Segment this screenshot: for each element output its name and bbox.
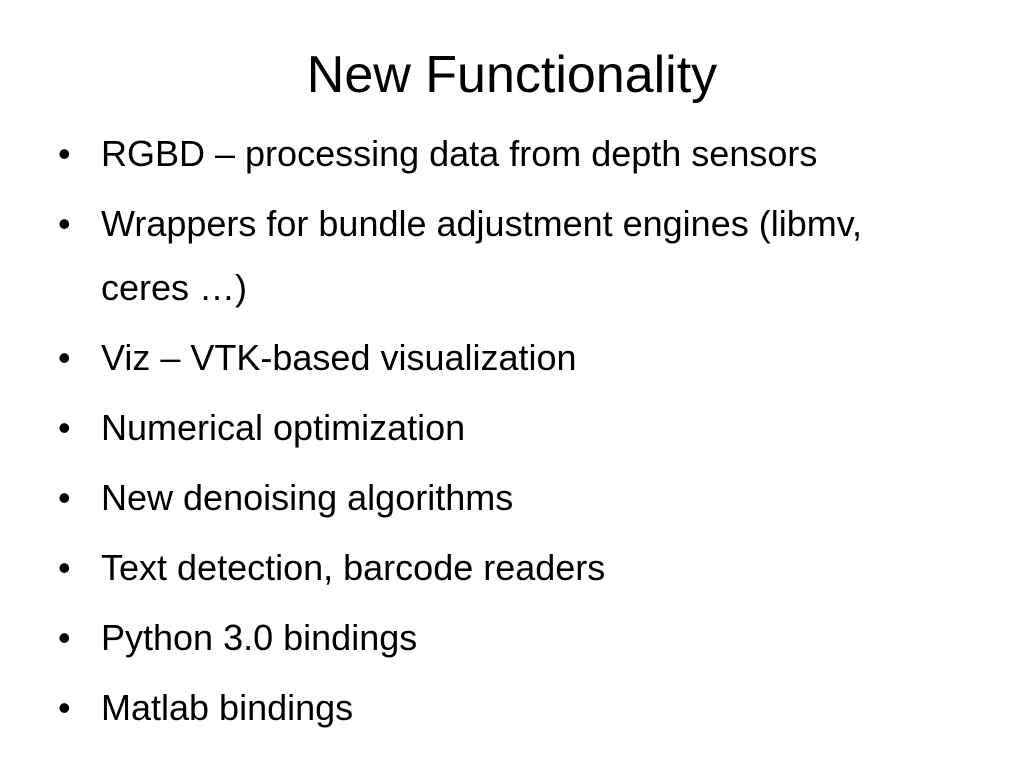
list-item: • New denoising algorithms — [58, 466, 958, 530]
bullet-icon: • — [58, 477, 71, 518]
bullet-icon: • — [58, 547, 71, 588]
list-item: • Text detection, barcode readers — [58, 536, 958, 600]
bullet-text: Viz – VTK-based visualization — [101, 337, 577, 378]
list-item: • Viz – VTK-based visualization — [58, 326, 958, 390]
bullet-icon: • — [58, 133, 71, 174]
bullet-icon: • — [58, 337, 71, 378]
bullet-text: RGBD – processing data from depth sensor… — [101, 133, 818, 174]
bullet-icon: • — [58, 687, 71, 728]
bullet-text: Python 3.0 bindings — [101, 617, 418, 658]
list-item: • Matlab bindings — [58, 676, 958, 740]
bullet-text: Wrappers for bundle adjustment engines (… — [101, 203, 863, 308]
slide-title: New Functionality — [306, 46, 718, 104]
bullet-icon: • — [58, 617, 71, 658]
bullet-icon: • — [58, 407, 71, 448]
list-item: • Wrappers for bundle adjustment engines… — [58, 192, 958, 320]
bullet-text: New denoising algorithms — [101, 477, 514, 518]
bullet-text: Numerical optimization — [101, 407, 466, 448]
list-item: • RGBD – processing data from depth sens… — [58, 122, 958, 186]
list-item: • Python 3.0 bindings — [58, 606, 958, 670]
bullet-text: Text detection, barcode readers — [101, 547, 606, 588]
bullet-text: Matlab bindings — [101, 687, 354, 728]
list-item: • Numerical optimization — [58, 396, 958, 460]
bullet-icon: • — [58, 203, 71, 244]
bullet-list: • RGBD – processing data from depth sens… — [58, 122, 958, 746]
